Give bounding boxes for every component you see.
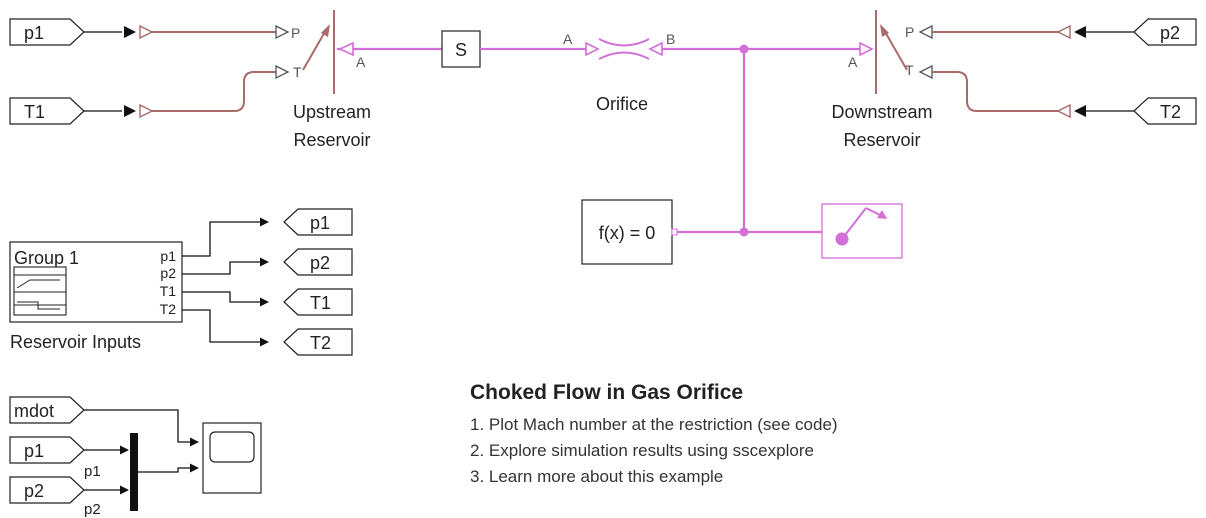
svg-text:T2: T2: [160, 301, 177, 317]
svg-text:p2: p2: [1160, 23, 1180, 43]
signal-label-p1: p1: [84, 463, 101, 480]
svg-text:f(x) = 0: f(x) = 0: [599, 223, 656, 243]
ps-converter-p2[interactable]: [1056, 24, 1086, 40]
annotation-title: Choked Flow in Gas Orifice: [470, 381, 744, 404]
ps-converter-T1[interactable]: [124, 103, 154, 119]
signal-line-out-p2: [182, 257, 269, 275]
svg-text:p1: p1: [24, 441, 44, 461]
svg-text:T1: T1: [24, 102, 45, 122]
downstream-port-label-a: A: [848, 54, 858, 70]
downstream-port-label-p: P: [905, 24, 914, 40]
port-arrow-p-upstream: [275, 24, 290, 40]
svg-text:p2: p2: [310, 253, 330, 273]
flow-sensor-block[interactable]: S: [441, 30, 481, 68]
svg-text:T1: T1: [310, 293, 331, 313]
from-tag-mdot[interactable]: mdot: [9, 396, 85, 424]
signal-line-out-p1: [182, 217, 269, 257]
from-tag-p2-scope[interactable]: p2: [9, 476, 85, 504]
gas-port-arrow-upstream: [338, 41, 354, 57]
mux-block[interactable]: [130, 433, 138, 511]
svg-text:T2: T2: [310, 333, 331, 353]
signal-line-out-T1: [182, 291, 269, 307]
orifice-port-arrow-b: [648, 41, 663, 57]
svg-text:mdot: mdot: [14, 401, 54, 421]
port-arrow-p-downstream: [918, 24, 933, 40]
port-arrow-t-upstream: [275, 64, 290, 80]
scope-block[interactable]: [202, 422, 262, 494]
upstream-reservoir-label-1: Upstream: [293, 102, 371, 122]
upstream-reservoir-block[interactable]: A: [302, 10, 366, 94]
downstream-port-label-t: T: [905, 62, 914, 78]
signal-label-p2: p2: [84, 501, 101, 518]
orifice-port-label-b: B: [666, 31, 675, 47]
link-plot-mach-number[interactable]: 1. Plot Mach number at the restriction (…: [470, 415, 838, 434]
gas-properties-block[interactable]: [821, 203, 903, 259]
physical-line-T1: [152, 71, 276, 112]
solver-port: [671, 228, 678, 236]
orifice-block[interactable]: [598, 38, 650, 60]
goto-tag-T1-upstream[interactable]: T1: [9, 97, 85, 125]
orifice-label: Orifice: [596, 94, 648, 114]
port-label-a: A: [356, 54, 366, 70]
ps-converter-p1[interactable]: [124, 24, 154, 40]
reservoir-inputs-signal-builder[interactable]: Group 1 p1 p2 T1 T2: [9, 241, 183, 323]
orifice-port-arrow-a: [585, 41, 600, 57]
from-tag-p1-scope[interactable]: p1: [9, 436, 85, 464]
downstream-reservoir-block[interactable]: P T: [875, 10, 914, 94]
svg-text:T1: T1: [160, 283, 177, 299]
signal-line-out-T2: [182, 309, 269, 347]
upstream-reservoir-label-2: Reservoir: [293, 130, 370, 150]
ps-converter-T2[interactable]: [1056, 103, 1086, 119]
svg-text:p2: p2: [24, 481, 44, 501]
svg-text:p1: p1: [24, 23, 44, 43]
gas-port-arrow-downstream: [859, 41, 874, 57]
model-annotation: Choked Flow in Gas Orifice 1. Plot Mach …: [470, 380, 1090, 490]
port-arrow-t-downstream: [918, 64, 933, 80]
from-tag-T2-downstream[interactable]: T2: [1133, 97, 1197, 125]
link-learn-more[interactable]: 3. Learn more about this example: [470, 467, 724, 486]
svg-text:S: S: [455, 40, 467, 60]
port-label-t: T: [293, 64, 302, 80]
downstream-reservoir-label-1: Downstream: [831, 102, 932, 122]
solver-configuration-block[interactable]: f(x) = 0: [581, 199, 673, 265]
goto-tag-p2-inputs[interactable]: p2: [283, 248, 353, 276]
goto-tag-p1-upstream[interactable]: p1: [9, 18, 85, 46]
orifice-port-label-a: A: [563, 31, 573, 47]
goto-tag-p1-inputs[interactable]: p1: [283, 208, 353, 236]
goto-tag-T1-inputs[interactable]: T1: [283, 288, 353, 316]
svg-text:p1: p1: [310, 213, 330, 233]
downstream-reservoir-label-2: Reservoir: [843, 130, 920, 150]
svg-text:p2: p2: [160, 265, 176, 281]
port-label-p: P: [291, 25, 300, 41]
goto-tag-T2-inputs[interactable]: T2: [283, 328, 353, 356]
link-explore-results[interactable]: 2. Explore simulation results using ssce…: [470, 441, 814, 460]
svg-text:p1: p1: [160, 248, 176, 264]
svg-text:Group 1: Group 1: [14, 248, 79, 268]
signal-line-mdot: [84, 409, 199, 447]
physical-line-T2: [932, 71, 1058, 112]
reservoir-inputs-label: Reservoir Inputs: [10, 332, 141, 352]
svg-text:T2: T2: [1160, 102, 1181, 122]
signal-line-mux-scope: [138, 463, 199, 473]
from-tag-p2-downstream[interactable]: p2: [1133, 18, 1197, 46]
